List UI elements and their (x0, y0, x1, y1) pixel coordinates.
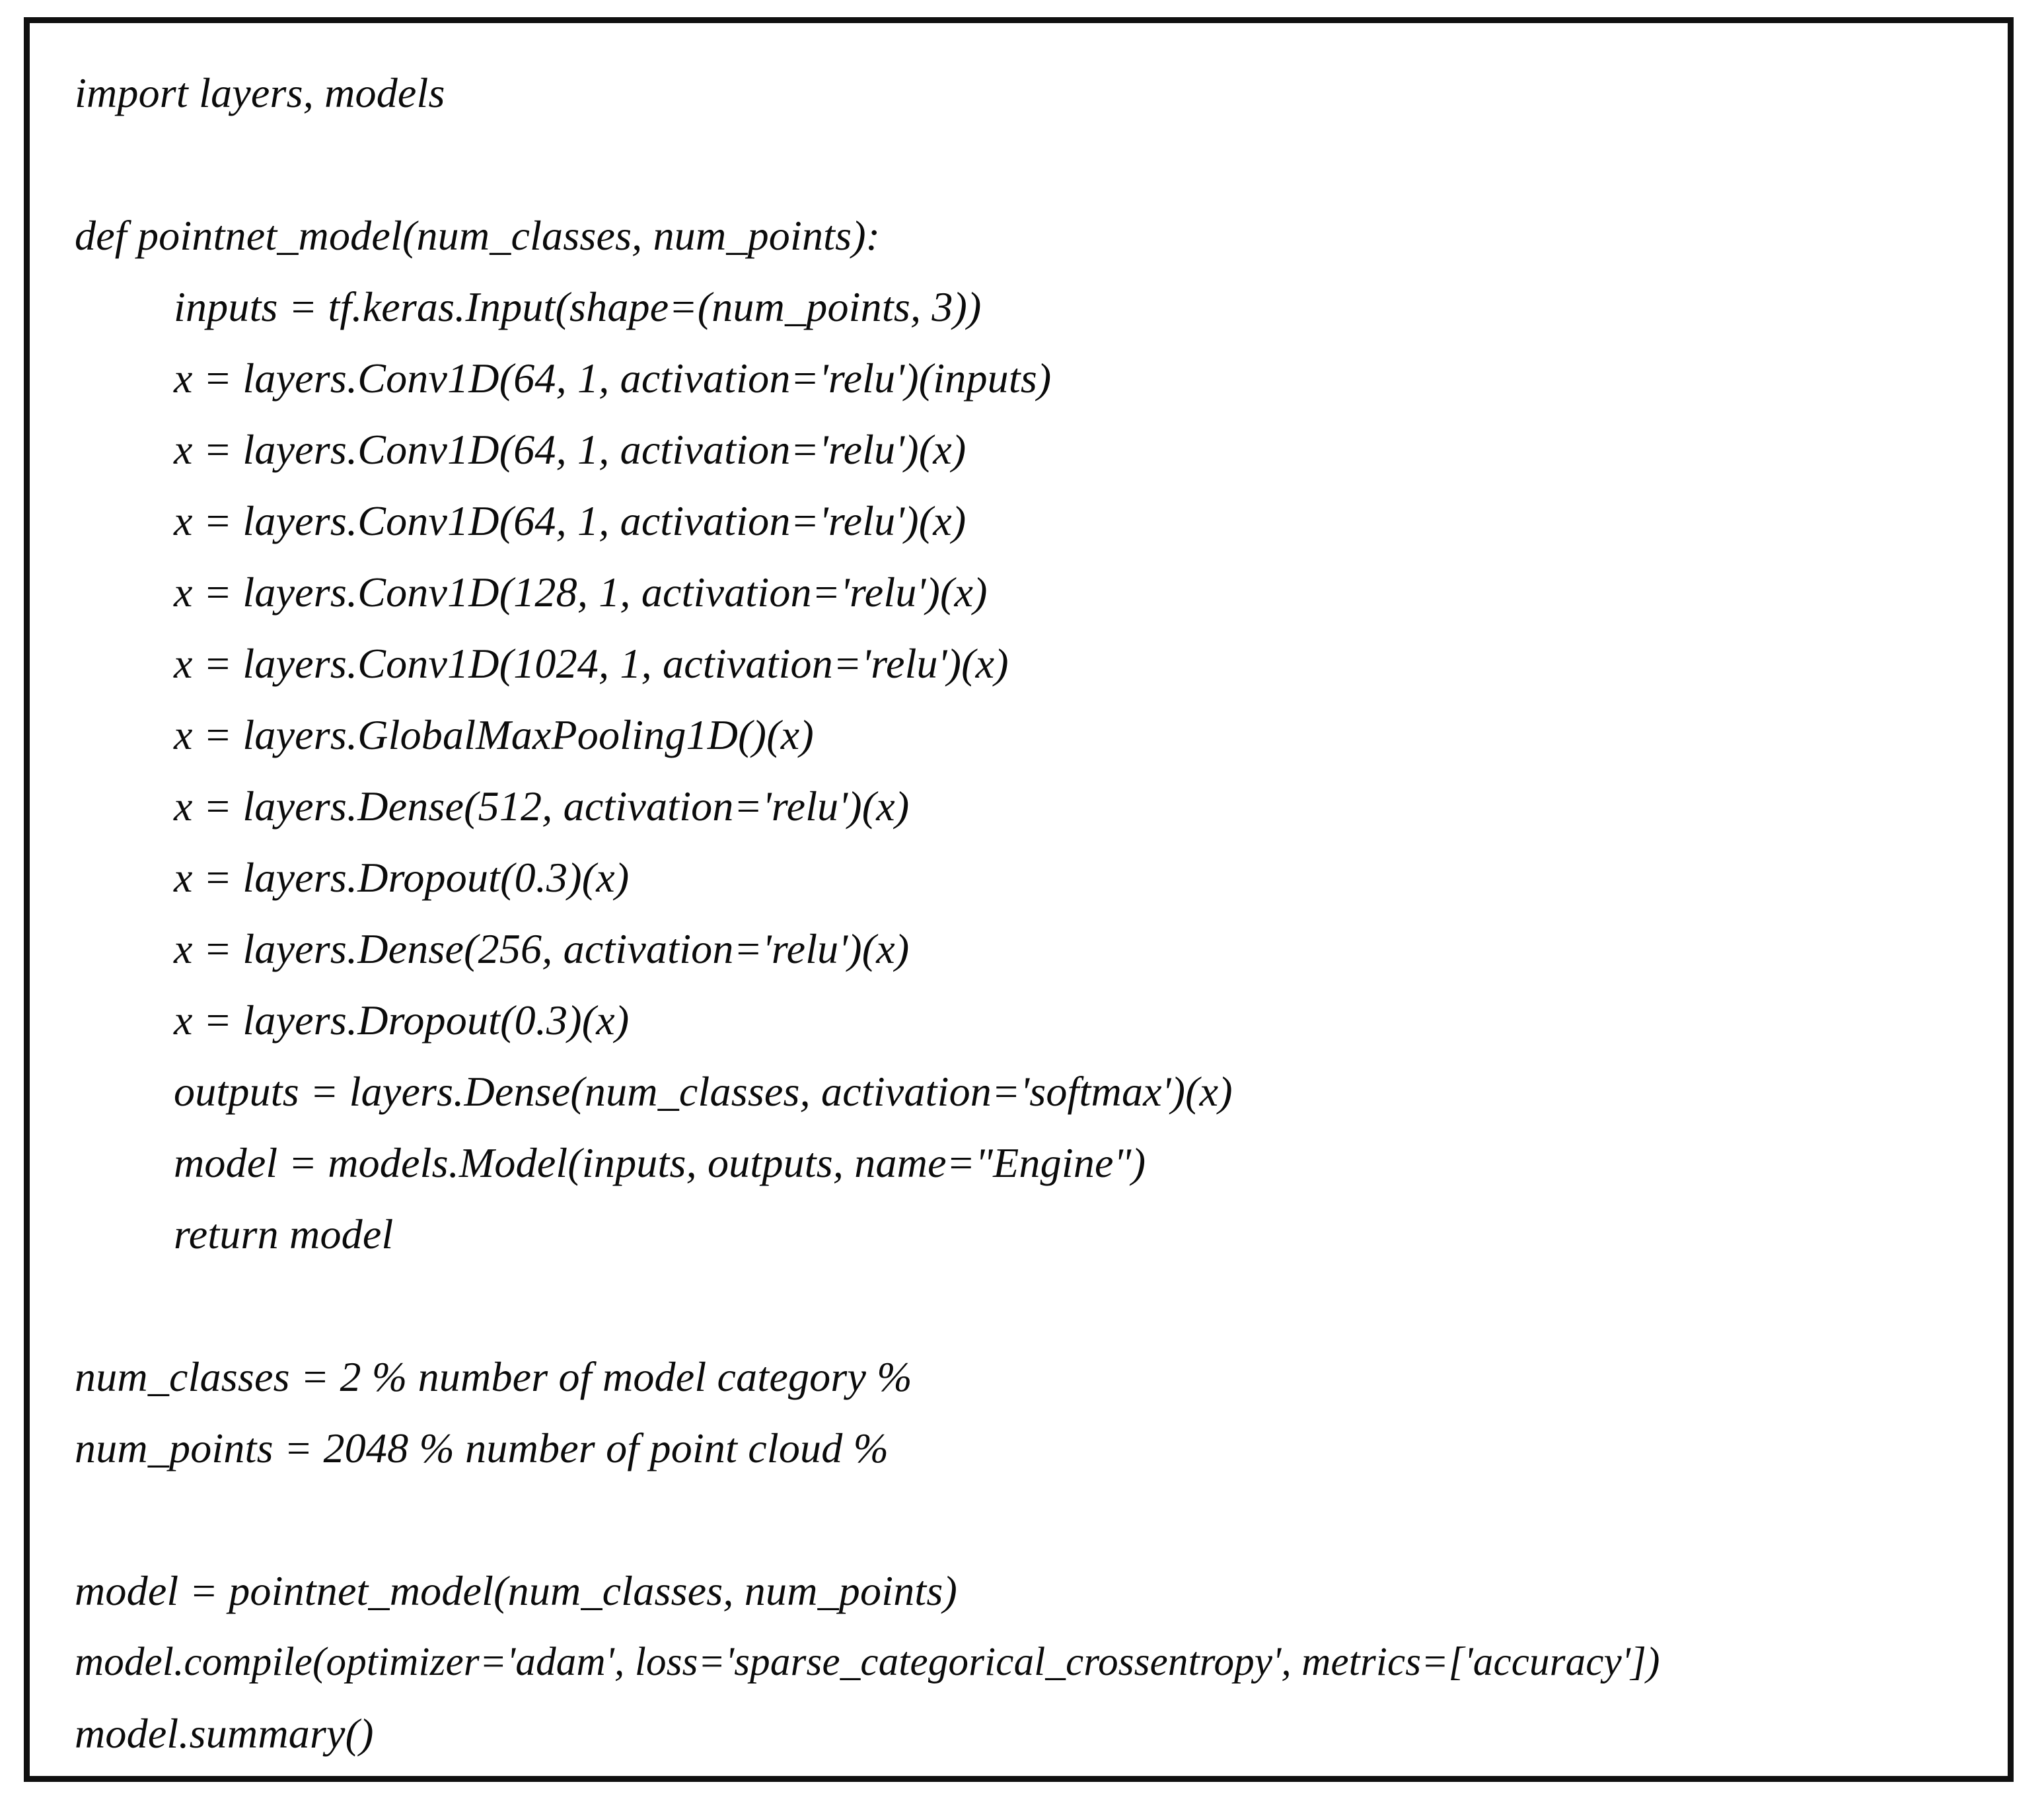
code-blank-line (75, 1484, 1985, 1555)
code-line: return model (174, 1211, 394, 1258)
code-listing-body: import layers, models def pointnet_model(… (30, 23, 2008, 1776)
code-line: x = layers.Conv1D(64, 1, activation='rel… (174, 497, 967, 544)
code-line: def pointnet_model(num_classes, num_poin… (75, 212, 881, 259)
code-line: num_points = 2048 % number of point clou… (75, 1425, 889, 1471)
code-line: model.summary() (75, 1710, 374, 1757)
code-line: outputs = layers.Dense(num_classes, acti… (174, 1068, 1233, 1115)
code-line: x = layers.Conv1D(1024, 1, activation='r… (174, 640, 1009, 687)
code-line: inputs = tf.keras.Input(shape=(num_point… (174, 283, 982, 330)
code-blank-line (75, 129, 1985, 200)
code-line: x = layers.Dropout(0.3)(x) (174, 854, 630, 901)
code-line: model = models.Model(inputs, outputs, na… (174, 1139, 1146, 1186)
code-line: x = layers.Conv1D(64, 1, activation='rel… (174, 355, 1052, 402)
code-line: x = layers.GlobalMaxPooling1D()(x) (174, 711, 814, 758)
code-line: x = layers.Dense(256, activation='relu')… (174, 925, 910, 972)
code-line: x = layers.Conv1D(128, 1, activation='re… (174, 569, 988, 616)
code-blank-line (75, 1270, 1985, 1341)
code-line: model = pointnet_model(num_classes, num_… (75, 1567, 957, 1614)
code-listing-frame: import layers, models def pointnet_model(… (24, 17, 2014, 1782)
code-line: import layers, models (75, 69, 445, 116)
code-line: num_classes = 2 % number of model catego… (75, 1353, 912, 1400)
code-line: x = layers.Dense(512, activation='relu')… (174, 783, 910, 830)
code-line: x = layers.Dropout(0.3)(x) (174, 997, 630, 1044)
code-line: model.compile(optimizer='adam', loss='sp… (75, 1640, 1660, 1684)
code-line: x = layers.Conv1D(64, 1, activation='rel… (174, 426, 967, 473)
